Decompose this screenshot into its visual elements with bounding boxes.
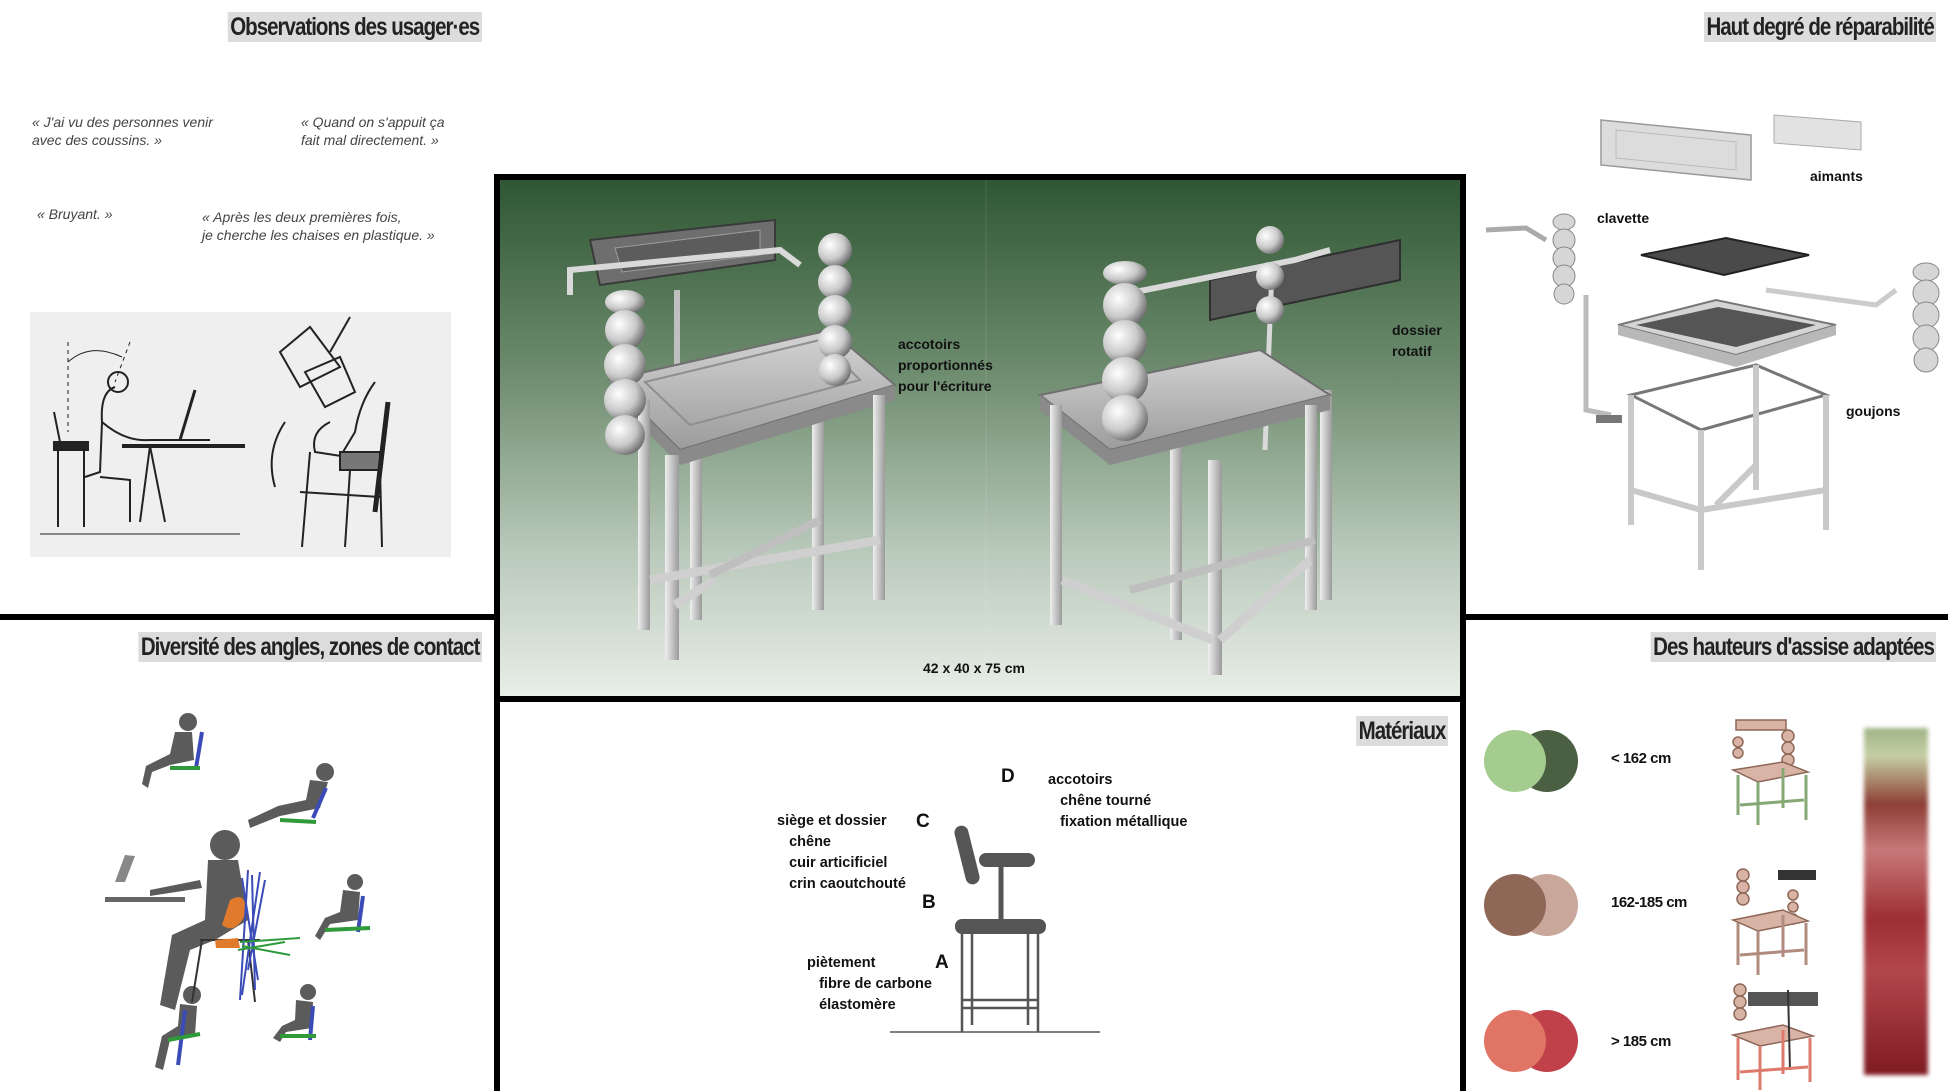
exploded-view-diagram: [1485, 114, 1940, 570]
color-swatch-pair-3: [1484, 1010, 1578, 1072]
section-title-hauteurs: Des hauteurs d'assise adaptées: [1650, 632, 1936, 662]
color-swatch-pair-1: [1484, 730, 1578, 792]
quote-3: « Bruyant. »: [37, 206, 113, 222]
section-title-materiaux: Matériaux: [1356, 716, 1448, 746]
chair-thumb-green: [1730, 719, 1811, 825]
chair-thumb-red: [1730, 983, 1818, 1090]
materials-group-a: piètement fibre de carbone élastomère: [807, 955, 932, 1013]
color-swatch-pair-2: [1484, 874, 1578, 936]
posture-illustrations: [105, 713, 371, 1070]
label-aimants: aimants: [1810, 168, 1863, 184]
label-accotoirs-render: accotoirs proportionnés pour l'écriture: [898, 336, 993, 394]
chair-render-left: [567, 218, 898, 660]
height-label-3: > 185 cm: [1611, 1033, 1671, 1050]
divider-center-left: [494, 174, 500, 1091]
label-dossier-render: dossier rotatif: [1392, 322, 1442, 359]
height-label-2: 162-185 cm: [1611, 894, 1687, 911]
chair-side-schematic: [890, 825, 1100, 1033]
quote-1: « J'ai vu des personnes venir avec des c…: [32, 114, 213, 148]
panel-materiaux: Matériaux D C B A accotoirs chêne tourné…: [494, 702, 1466, 1091]
blurred-photo-strip: [1864, 728, 1928, 1075]
letter-d: D: [1001, 766, 1015, 787]
user-sketch-image: [30, 312, 451, 557]
panel-angles: Diversité des angles, zones de contact: [0, 620, 494, 1091]
section-title-observations: Observations des usager·es: [228, 12, 482, 42]
label-goujons: goujons: [1846, 403, 1901, 419]
divider-center-right: [1460, 174, 1466, 1091]
chair-thumb-brown: [1730, 868, 1816, 975]
panel-hauteurs: Des hauteurs d'assise adaptées < 162 cm …: [1466, 620, 1948, 1091]
divider-left-horizontal: [0, 614, 496, 620]
divider-right-horizontal: [1462, 614, 1948, 620]
section-title-angles: Diversité des angles, zones de contact: [138, 632, 482, 662]
height-label-1: < 162 cm: [1611, 750, 1671, 767]
letter-a: A: [935, 952, 949, 973]
letter-b: B: [922, 892, 936, 913]
materials-group-d: accotoirs chêne tourné fixation métalliq…: [1048, 772, 1188, 830]
label-dimensions: 42 x 40 x 75 cm: [923, 660, 1025, 676]
panel-render: accotoirs proportionnés pour l'écriture …: [494, 174, 1466, 702]
panel-observations: Observations des usager·es « J'ai vu des…: [0, 0, 494, 612]
label-clavette: clavette: [1597, 210, 1650, 226]
letter-c: C: [916, 811, 930, 832]
materials-group-c: siège et dossier chêne cuir articificiel…: [777, 813, 906, 892]
chair-render-right: [1037, 226, 1401, 675]
panel-reparabilite: Haut degré de réparabilité: [1466, 0, 1948, 612]
quote-4: « Après les deux premières fois, je cher…: [202, 209, 435, 243]
quote-2: « Quand on s'appuit ça fait mal directem…: [301, 114, 445, 148]
section-title-reparabilite: Haut degré de réparabilité: [1703, 12, 1936, 42]
